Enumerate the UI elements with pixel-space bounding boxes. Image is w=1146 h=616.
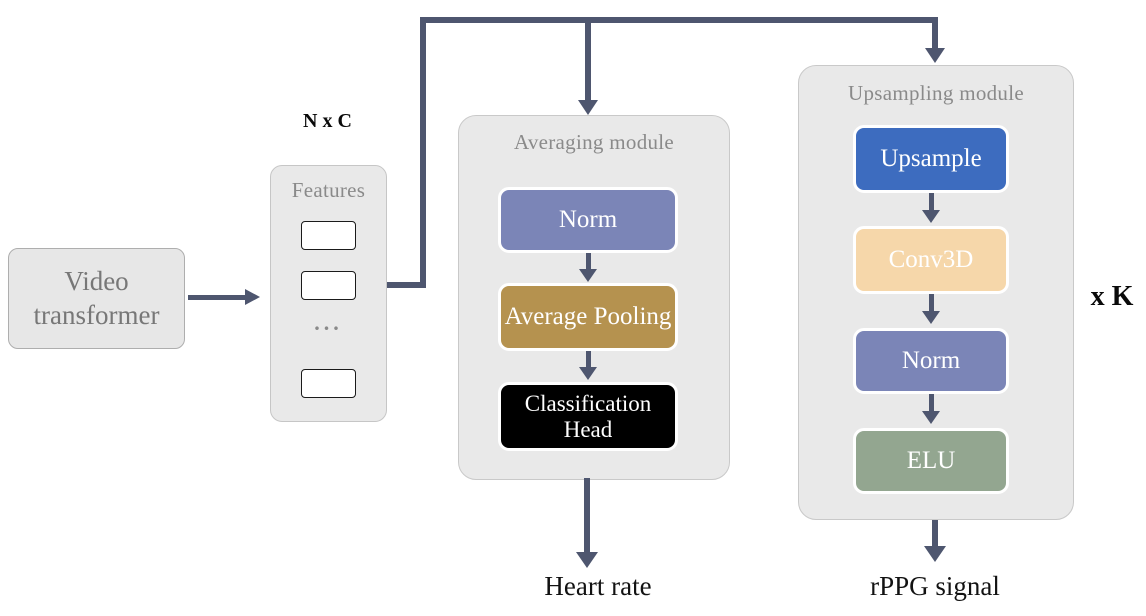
upsampling-module-title: Upsampling module [847,81,1024,105]
arrow-norm-to-avgpool [586,253,591,269]
averaging-module: Averaging module Norm Average Pooling Cl… [458,115,730,480]
connector-top-horizontal [420,17,938,23]
arrowhead-down-icon [922,210,940,223]
arrow-norm-to-elu [929,394,934,411]
elu-block: ELU [853,428,1009,494]
norm-block: Norm [853,328,1009,394]
video-transformer-box: Video transformer [8,248,185,349]
arrow-conv3d-to-norm [929,294,934,311]
norm-label: Norm [558,206,618,233]
elu-label: ELU [906,447,956,474]
heart-rate-label: Heart rate [544,571,652,601]
arrowhead-down-icon [924,546,946,562]
arrow-upsample-to-conv3d [929,193,934,210]
arrowhead-down-icon [578,100,598,115]
arrow-video-to-features [188,295,245,300]
upsampling-module: Upsampling module Upsample Conv3D Norm E… [798,65,1074,520]
conv3d-label: Conv3D [888,246,974,273]
upsample-label: Upsample [880,145,982,172]
connector-left-vertical [420,17,426,288]
arrowhead-down-icon [922,311,940,324]
arrow-to-heart-rate [584,478,590,552]
arrowhead-down-icon [576,552,598,568]
arrowhead-down-icon [925,48,945,63]
norm-label: Norm [901,347,961,374]
norm-block: Norm [498,187,678,253]
average-pooling-block: Average Pooling [498,283,678,351]
feature-token-rect [301,221,356,250]
feature-token-rect [301,369,356,398]
video-transformer-label: Video transformer [33,265,160,330]
repeat-count-label: x K [1090,281,1134,312]
average-pooling-label: Average Pooling [504,303,672,330]
rppg-signal-label: rPPG signal [870,571,1000,601]
connector-features-out [384,282,424,288]
arrowhead-down-icon [922,411,940,424]
averaging-module-title: Averaging module [513,130,675,154]
classification-head-block: Classification Head [498,382,678,451]
arrowhead-down-icon [579,367,597,380]
arrowhead-down-icon [579,269,597,282]
arrow-to-rppg [932,520,938,546]
classification-head-label: Classification Head [524,390,652,442]
connector-branch-averaging [585,20,591,101]
arrow-avgpool-to-head [586,351,591,367]
features-ellipsis: ... [314,310,343,335]
arrowhead-right-icon [245,289,260,305]
features-title: Features [291,178,366,202]
feature-token-rect [301,271,356,300]
upsample-block: Upsample [853,125,1009,193]
features-panel: Features ... [270,165,387,422]
nxc-label: N x C [303,110,352,132]
conv3d-block: Conv3D [853,226,1009,294]
connector-branch-upsampling [932,20,938,49]
